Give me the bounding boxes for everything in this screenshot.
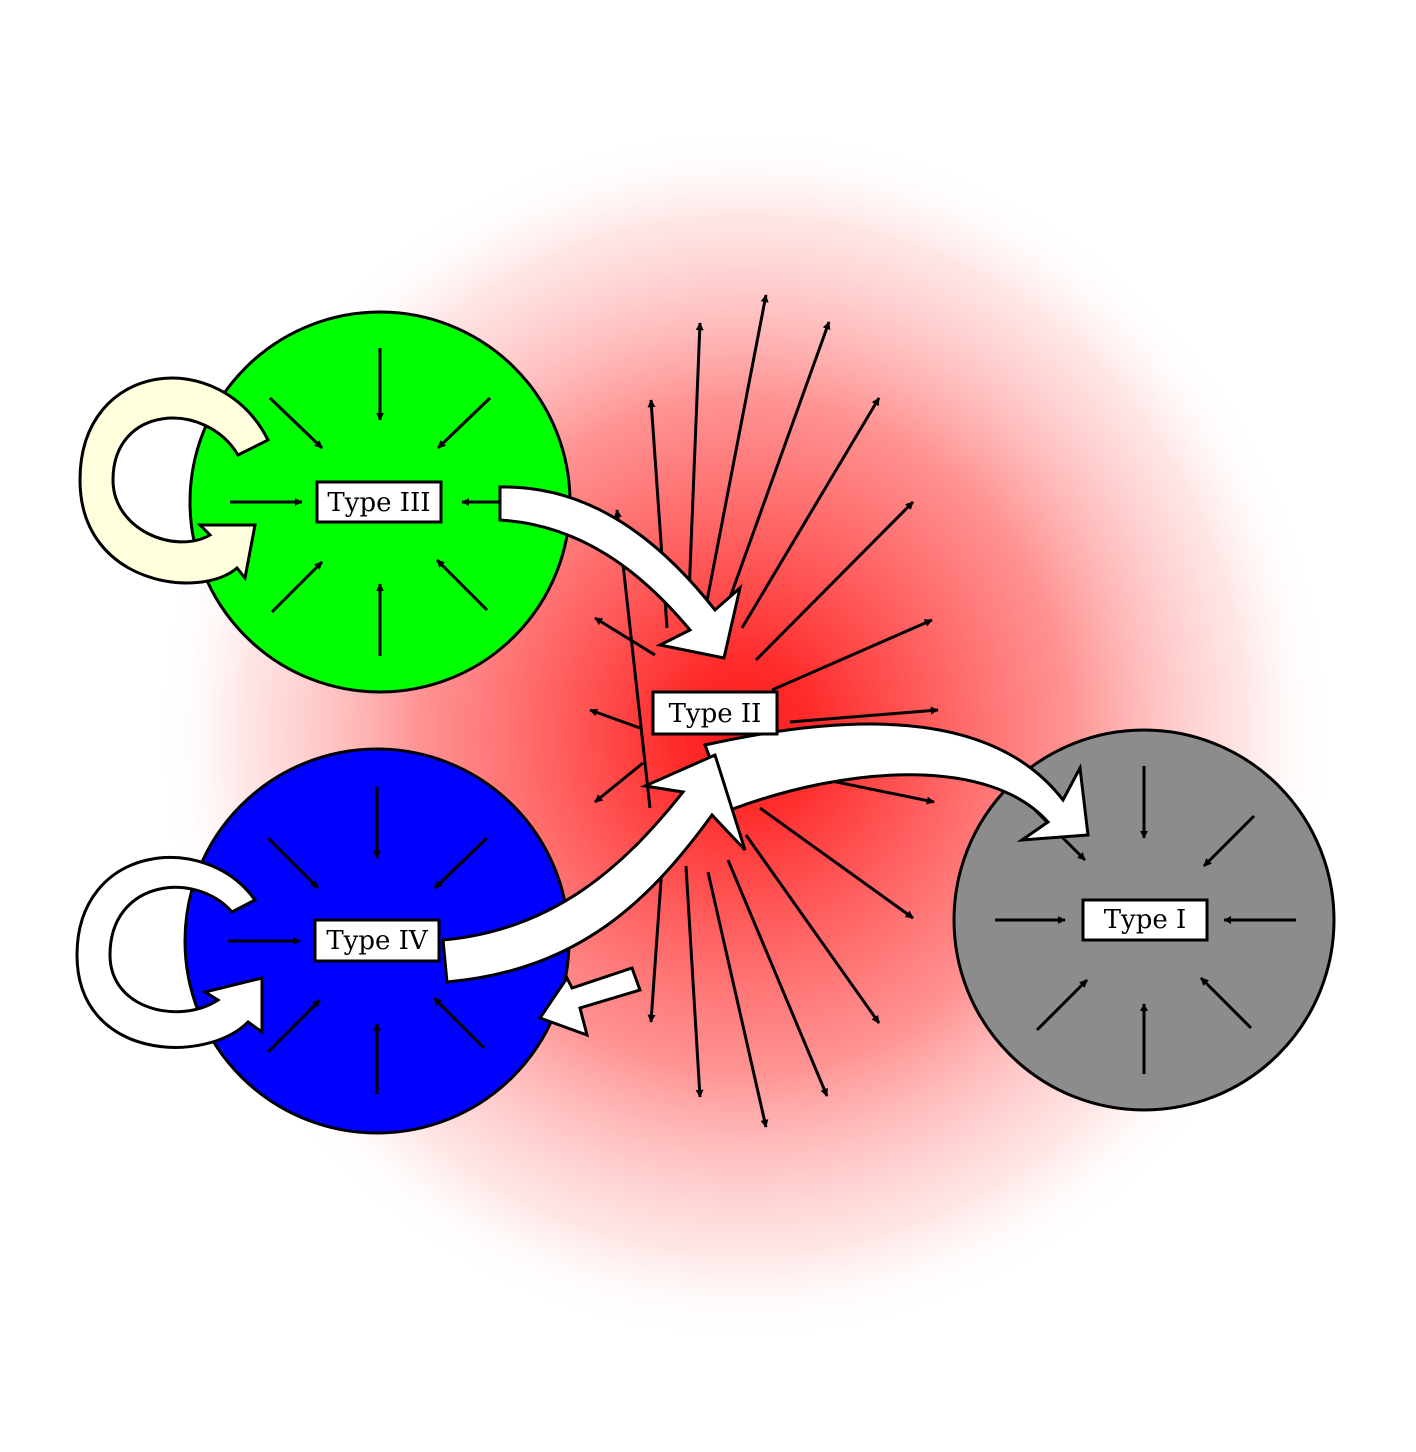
type-ii-ray-arrow: [759, 806, 914, 920]
type-ii-ray-arrow: [789, 706, 939, 724]
type-iii-self-loop-arrow: [78, 376, 271, 585]
inward-arrow: [1035, 978, 1089, 1032]
type-ii-ray-arrow: [594, 616, 656, 657]
inward-arrow: [266, 836, 320, 890]
flow-arrow-type-iii-to-type-ii: [498, 485, 743, 660]
inward-arrow: [432, 996, 486, 1050]
inward-arrow: [1202, 814, 1256, 868]
type-iii-label-text: Type III: [327, 488, 430, 518]
type-iv-label-text: Type IV: [326, 926, 429, 956]
type-iv-self-loop-arrow: [75, 856, 264, 1049]
type-ii-ray-arrow: [686, 322, 704, 621]
inward-arrow: [1199, 976, 1253, 1030]
type-ii-label: Type II: [651, 690, 779, 736]
flow-arrow-type-iv-to-type-ii: [441, 752, 747, 984]
flow-arrow-type-ii-to-type-i: [702, 722, 1090, 842]
type-iv-label: Type IV: [313, 918, 441, 963]
inward-arrow: [266, 998, 322, 1054]
type-ii-ray-arrow: [706, 871, 769, 1128]
type-ii-ray-arrow: [744, 834, 881, 1024]
type-iii-label: Type III: [315, 480, 443, 524]
type-i-label: Type I: [1081, 898, 1209, 942]
type-ii-ray-arrow: [684, 865, 704, 1098]
type-i-label-text: Type I: [1104, 905, 1187, 935]
type-ii-ray-arrow: [589, 708, 641, 730]
type-ii-ray-arrow: [740, 397, 881, 629]
inward-arrow: [436, 396, 492, 450]
type-ii-ray-arrow: [594, 761, 644, 804]
type-ii-label-text: Type II: [669, 699, 762, 729]
type-ii-ray-arrow: [754, 500, 915, 662]
type-ii-ray-arrow: [704, 294, 769, 607]
type-ii-ray-arrow: [771, 618, 933, 692]
inward-arrow: [268, 396, 324, 450]
inward-arrow: [433, 836, 489, 890]
inward-arrow: [270, 560, 324, 614]
type-ii-ray-arrow: [725, 321, 831, 607]
type-ii-ray-arrow: [647, 851, 665, 1023]
inward-arrow: [435, 558, 489, 612]
flow-arrow-type-ii-to-type-iv: [537, 966, 642, 1038]
type-ii-ray-arrow: [726, 859, 829, 1097]
